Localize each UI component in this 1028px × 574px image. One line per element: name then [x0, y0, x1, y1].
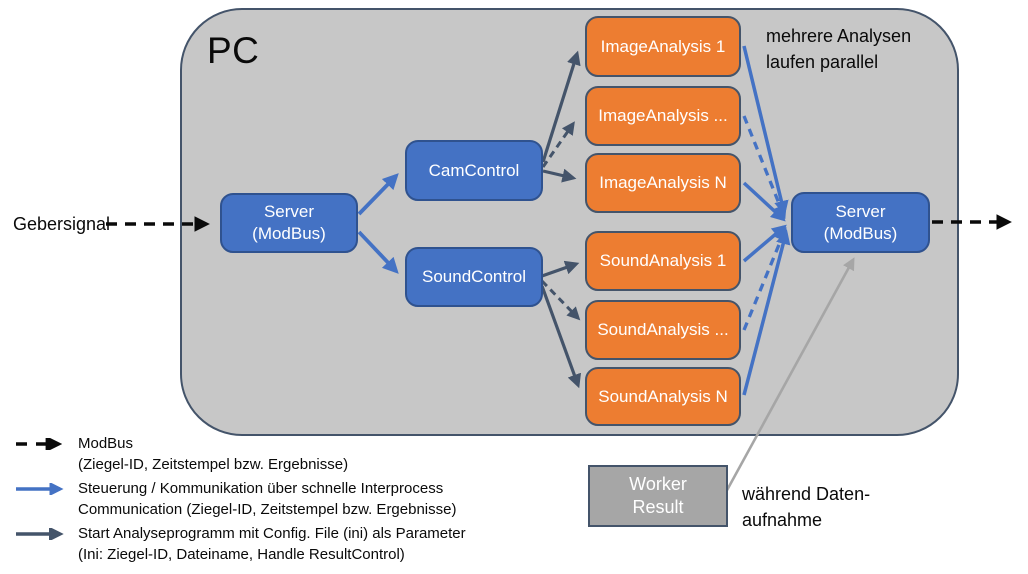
- edge-soundanalysisdots-serverout: [742, 226, 788, 331]
- node-camcontrol: CamControl: [405, 140, 543, 201]
- edge-soundanalysis1-serverout: [742, 224, 787, 263]
- gebersignal-label: Gebersignal: [13, 214, 111, 234]
- legend-start-program-text: Start Analyseprogramm mit Config. File (…: [78, 525, 466, 563]
- node-server-modbus-in: Server (ModBus): [220, 193, 358, 253]
- during-recording-note: während Daten- aufnahme: [742, 484, 871, 530]
- node-worker-result: Worker Result: [588, 465, 728, 527]
- legend-modbus-text: ModBus (Ziegel-ID, Zeitstempel bzw. Erge…: [78, 435, 349, 473]
- legend-item-modbus: ModBus (Ziegel-ID, Zeitstempel bzw. Erge…: [14, 433, 466, 475]
- legend-item-start-program: Start Analyseprogramm mit Config. File (…: [14, 523, 466, 565]
- edge-soundanalysisn-serverout: [742, 229, 791, 396]
- node-soundanalysis-n: SoundAnalysis N: [585, 367, 741, 426]
- edge-serverin-soundcontrol: [357, 230, 399, 274]
- edge-camcontrol-imageanalysisn: [542, 168, 577, 183]
- legend-item-ipc: Steuerung / Kommunikation über schnelle …: [14, 478, 466, 520]
- pc-label: PC: [207, 30, 260, 71]
- edge-camcontrol-imageanalysis1: [541, 50, 581, 163]
- edge-camcontrol-imageanalysisdots: [541, 121, 575, 168]
- edge-soundcontrol-soundanalysisdots: [540, 279, 581, 321]
- parallel-analyses-note: mehrere Analysen laufen parallel: [766, 26, 912, 72]
- node-imageanalysis-1: ImageAnalysis 1: [585, 16, 741, 77]
- node-server-modbus-out: Server (ModBus): [791, 192, 930, 253]
- edge-soundcontrol-soundanalysis1: [541, 260, 580, 278]
- node-soundanalysis-dots: SoundAnalysis ...: [585, 300, 741, 360]
- edge-soundcontrol-soundanalysisn: [540, 285, 582, 389]
- legend-slate-arrow-icon: [16, 528, 64, 540]
- legend-modbus-dashed-arrow-icon: [16, 438, 63, 450]
- edge-imageanalysis1-serverout: [742, 45, 789, 216]
- edge-serverin-camcontrol: [357, 173, 399, 216]
- edge-imageanalysisdots-serverout: [742, 115, 787, 220]
- legend: ModBus (Ziegel-ID, Zeitstempel bzw. Erge…: [14, 433, 466, 565]
- legend-blue-arrow-icon: [16, 483, 64, 495]
- edge-imageanalysisn-serverout: [742, 181, 786, 222]
- node-soundanalysis-1: SoundAnalysis 1: [585, 231, 741, 291]
- legend-ipc-text: Steuerung / Kommunikation über schnelle …: [78, 480, 457, 518]
- node-imageanalysis-n: ImageAnalysis N: [585, 153, 741, 213]
- node-soundcontrol: SoundControl: [405, 247, 543, 307]
- node-imageanalysis-dots: ImageAnalysis ...: [585, 86, 741, 146]
- edge-workerresult-serverout: [724, 257, 855, 493]
